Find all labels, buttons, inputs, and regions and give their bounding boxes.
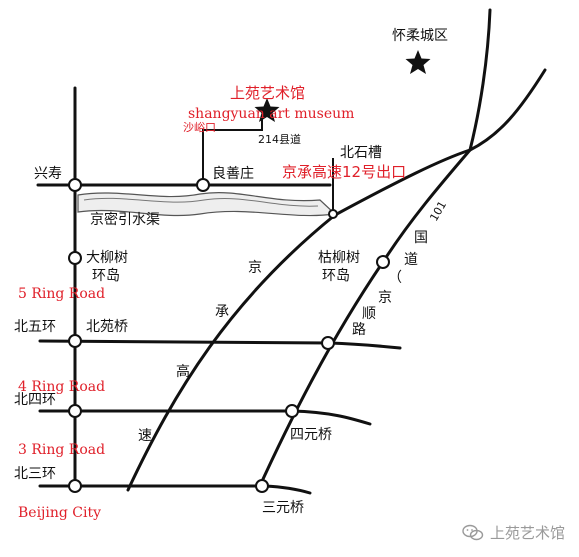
- node-kuliushu: [376, 255, 390, 269]
- road-101: [256, 148, 472, 492]
- label-shangyuan-cn: 上苑艺术馆: [230, 84, 305, 102]
- label-kuliushu-2: 环岛: [322, 268, 350, 284]
- label-ring5: 5 Ring Road: [18, 286, 105, 302]
- label-siyuanqiao: 四元桥: [290, 427, 332, 443]
- node-liangshanzhuang: [196, 178, 210, 192]
- label-beiwuhuan: 北五环: [14, 319, 56, 335]
- label-huairou: 怀柔城区: [392, 28, 448, 44]
- label-road101-char-1: 国: [414, 230, 428, 246]
- label-road101-char-5: 顺: [362, 306, 376, 322]
- node-beisanhuan: [68, 479, 82, 493]
- label-jingcheng-1: 京: [248, 260, 262, 276]
- label-road101-number: 101: [427, 199, 449, 224]
- label-beishicao: 北石槽: [340, 145, 382, 161]
- node-siyuanqiao: [285, 404, 299, 418]
- label-daliushu-2: 环岛: [92, 268, 120, 284]
- star-icon: [405, 50, 431, 74]
- wechat-icon: [462, 524, 484, 540]
- ring-road-5: [38, 339, 402, 350]
- ring-road-4: [38, 409, 372, 426]
- star-icon: [254, 98, 280, 122]
- watermark-text: 上苑艺术馆: [489, 524, 565, 542]
- label-shayukou: 沙峪口: [183, 121, 216, 134]
- label-beijing-city: Beijing City: [18, 505, 101, 521]
- label-exit: 京承高速12号出口: [282, 163, 406, 181]
- label-sanyuanqiao: 三元桥: [262, 500, 304, 516]
- label-road101-char-2: 道: [404, 252, 418, 268]
- label-road101-char-3: （: [388, 270, 402, 286]
- label-ring4: 4 Ring Road: [18, 379, 105, 395]
- label-jingcheng-2: 承: [215, 304, 229, 320]
- node-xingshou: [68, 178, 82, 192]
- label-shangyuan-en: shangyuan art museum: [188, 106, 354, 122]
- label-beisanhuan: 北三环: [14, 466, 56, 482]
- node-beiyuanqiao: [321, 336, 335, 350]
- node-sanyuanqiao: [255, 479, 269, 493]
- label-road101-char-6: 路: [352, 322, 366, 338]
- node-beiwuhuan: [68, 334, 82, 348]
- label-canal: 京密引水渠: [90, 211, 160, 228]
- label-jingcheng-4: 速: [138, 428, 152, 444]
- watermark: 上苑艺术馆: [462, 522, 565, 543]
- label-xingshou: 兴寿: [34, 165, 62, 182]
- label-beiyuanqiao: 北苑桥: [86, 319, 128, 335]
- label-ring3: 3 Ring Road: [18, 442, 105, 458]
- node-beisihuan: [68, 404, 82, 418]
- node-daliushu: [68, 251, 82, 265]
- label-beisihuan: 北四环: [14, 392, 56, 408]
- node-beishicao-exit: [328, 209, 338, 219]
- label-road101-char-4: 京: [378, 290, 392, 306]
- label-jingcheng-3: 高: [176, 363, 190, 380]
- road-jingcheng-expressway: [126, 68, 547, 492]
- label-county-road: 214县道: [258, 132, 301, 146]
- road-huairou: [468, 8, 492, 152]
- label-daliushu-1: 大柳树: [86, 249, 128, 266]
- label-kuliushu-1: 枯柳树: [318, 249, 360, 266]
- label-liangshanzhuang: 良善庄: [212, 165, 254, 182]
- county-road-214: [202, 115, 263, 185]
